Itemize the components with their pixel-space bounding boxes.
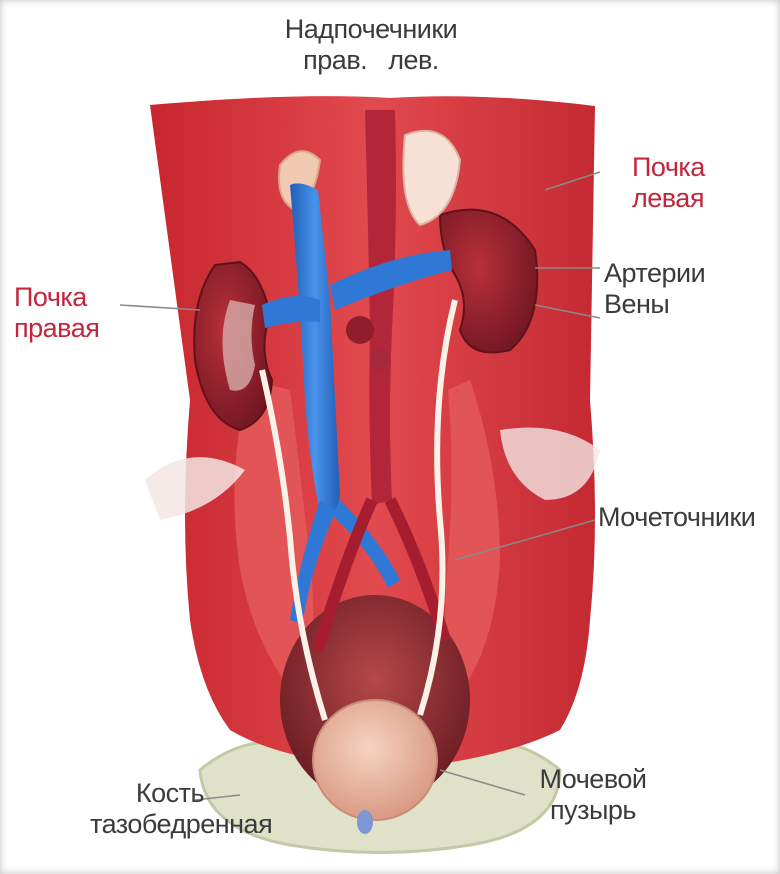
urethra-tip bbox=[357, 810, 373, 834]
bladder-line1: Мочевой bbox=[528, 764, 658, 795]
bladder-line2: пузырь bbox=[528, 795, 658, 826]
pelvic-bone-line2: тазобедренная bbox=[90, 809, 250, 840]
kidney-left-label: Почка левая bbox=[632, 152, 705, 214]
kidney-right-inner bbox=[223, 300, 256, 391]
adrenal-label: Надпочечники прав. лев. bbox=[266, 14, 476, 76]
ureters-label: Мочеточники bbox=[598, 502, 755, 533]
pelvic-bone-line1: Кость bbox=[90, 778, 250, 809]
bladder-shape bbox=[313, 700, 437, 820]
kidney-right-label: Почка правая bbox=[14, 282, 99, 344]
adrenal-title: Надпочечники bbox=[266, 14, 476, 45]
veins-label: Вены bbox=[604, 289, 705, 320]
adrenal-left-label: лев. bbox=[388, 45, 439, 75]
pelvic-bone-label: Кость тазобедренная bbox=[90, 778, 250, 840]
kidney-right-line2: правая bbox=[14, 313, 99, 344]
vessels-label: Артерии Вены bbox=[604, 258, 705, 320]
kidney-left-line1: Почка bbox=[632, 152, 705, 183]
bladder-label: Мочевой пузырь bbox=[528, 764, 658, 826]
kidney-left-line2: левая bbox=[632, 183, 705, 214]
adrenal-right-label: прав. bbox=[303, 45, 367, 75]
arteries-label: Артерии bbox=[604, 258, 705, 289]
kidney-right-line1: Почка bbox=[14, 282, 99, 313]
adrenal-sides: прав. лев. bbox=[266, 45, 476, 76]
